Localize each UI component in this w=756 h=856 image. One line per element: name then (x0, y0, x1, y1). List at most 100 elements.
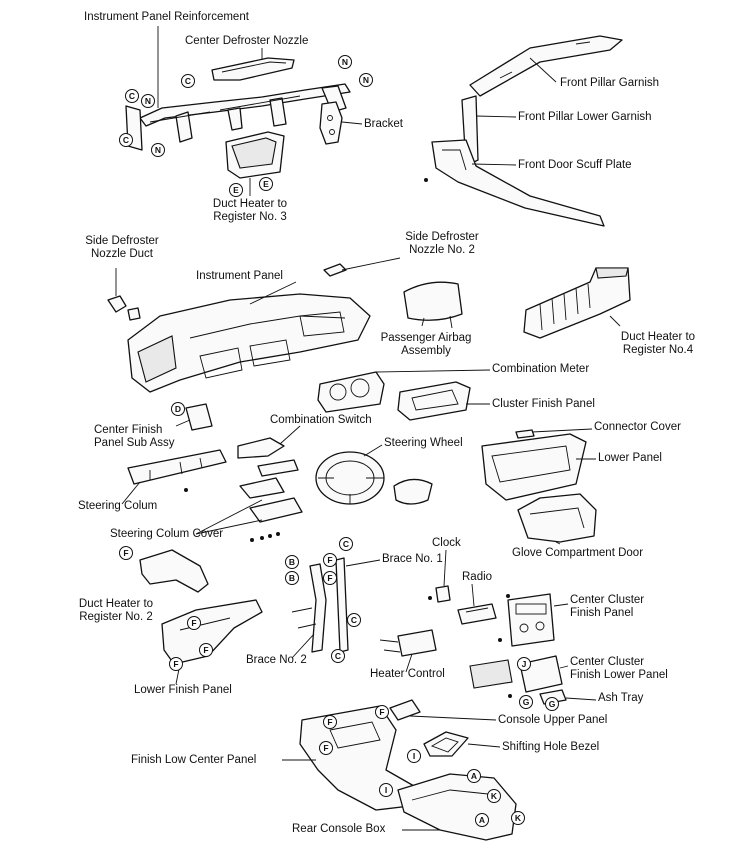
label-duct-heater-register-4: Duct Heater to Register No.4 (620, 331, 696, 356)
label-side-defroster-nozzle-duct: Side Defroster Nozzle Duct (85, 235, 159, 260)
svg-text:N: N (363, 75, 369, 85)
marker-a: A (467, 769, 481, 783)
brace-no-1 (335, 557, 349, 653)
svg-text:F: F (173, 659, 178, 669)
steering-colum (127, 449, 227, 485)
svg-text:C: C (343, 539, 349, 549)
label-duct-heater-register-2: Duct Heater to Register No. 2 (78, 598, 154, 623)
lower-panel (481, 433, 587, 501)
svg-text:G: G (549, 699, 556, 709)
svg-text:F: F (191, 618, 196, 628)
svg-text:F: F (327, 555, 332, 565)
label-rear-console-box: Rear Console Box (292, 823, 386, 835)
shifting-hole-bezel (423, 731, 469, 757)
svg-text:J: J (522, 659, 527, 669)
svg-text:F: F (203, 645, 208, 655)
label-instrument-panel: Instrument Panel (196, 270, 283, 282)
finish-low-center-panel (299, 705, 415, 811)
label-combination-switch: Combination Switch (270, 414, 372, 426)
center-cluster-finish-panel (507, 593, 555, 647)
combination-switch (237, 437, 299, 477)
svg-text:E: E (233, 185, 239, 195)
svg-text:I: I (413, 751, 415, 761)
svg-text:A: A (471, 771, 477, 781)
label-front-pillar-garnish: Front Pillar Garnish (560, 77, 660, 89)
brace-no-2 (291, 563, 327, 653)
front-door-scuff-plate (431, 139, 605, 227)
cluster-finish-panel (397, 381, 471, 421)
label-cluster-finish-panel: Cluster Finish Panel (492, 398, 595, 410)
marker-c: C (125, 89, 139, 103)
label-side-defroster-nozzle-no-2: Side Defroster Nozzle No. 2 (405, 231, 479, 256)
svg-text:B: B (289, 573, 295, 583)
label-shifting-hole-bezel: Shifting Hole Bezel (502, 741, 600, 753)
clock (435, 585, 451, 603)
center-cluster-finish-lower-panel (469, 655, 563, 693)
marker-n: N (151, 143, 165, 157)
front-pillar-garnish (469, 35, 623, 97)
marker-g: G (519, 695, 533, 709)
steering-wheel (315, 451, 385, 505)
svg-text:I: I (385, 785, 387, 795)
marker-n: N (359, 73, 373, 87)
label-center-defroster-nozzle: Center Defroster Nozzle (185, 35, 309, 47)
lower-finish-panel (161, 599, 263, 665)
label-lower-finish-panel: Lower Finish Panel (134, 684, 232, 696)
instrument-panel-reinforcement (125, 83, 351, 151)
fastener-screws (184, 178, 512, 698)
label-brace-no-2: Brace No. 2 (246, 654, 307, 666)
marker-i: I (379, 783, 393, 797)
console-upper-panel (389, 699, 421, 721)
label-combination-meter: Combination Meter (492, 363, 590, 375)
marker-c: C (181, 74, 195, 88)
svg-text:B: B (289, 557, 295, 567)
marker-c: C (119, 133, 133, 147)
marker-n: N (338, 55, 352, 69)
svg-text:N: N (145, 96, 151, 106)
marker-b: B (285, 571, 299, 585)
marker-k: K (511, 811, 525, 825)
svg-text:F: F (379, 707, 384, 717)
marker-f: F (119, 546, 133, 560)
heater-control (379, 629, 437, 657)
svg-text:A: A (479, 815, 485, 825)
marker-f: F (199, 643, 213, 657)
connector-cover (515, 429, 535, 439)
marker-f: F (323, 571, 337, 585)
svg-text:C: C (123, 135, 129, 145)
svg-text:D: D (175, 404, 181, 414)
svg-text:C: C (129, 91, 135, 101)
svg-text:K: K (491, 791, 498, 801)
side-defroster-nozzle-no-2 (323, 263, 347, 277)
marker-d: D (171, 402, 185, 416)
label-steering-colum: Steering Colum (78, 500, 158, 512)
steering-wheel-pad (393, 478, 433, 505)
label-radio: Radio (462, 571, 493, 583)
marker-g: G (545, 697, 559, 711)
marker-f: F (169, 657, 183, 671)
label-front-door-scuff-plate: Front Door Scuff Plate (518, 159, 632, 171)
marker-a: A (475, 813, 489, 827)
bracket (319, 101, 343, 145)
label-passenger-airbag-assembly: Passenger Airbag Assembly (380, 332, 472, 357)
label-bracket: Bracket (364, 118, 403, 130)
instrument-panel (127, 293, 371, 393)
marker-f: F (375, 705, 389, 719)
svg-text:F: F (327, 717, 332, 727)
center-defroster-nozzle (211, 57, 295, 81)
marker-n: N (141, 94, 155, 108)
duct-heater-register-3 (225, 131, 285, 179)
label-steering-wheel: Steering Wheel (384, 437, 463, 449)
glove-compartment-door (517, 493, 597, 543)
label-brace-no-1: Brace No. 1 (382, 553, 443, 565)
marker-e: E (259, 177, 273, 191)
label-center-cluster-finish-panel: Center Cluster Finish Panel (570, 594, 645, 619)
label-lower-panel: Lower Panel (598, 452, 662, 464)
svg-text:C: C (335, 651, 341, 661)
label-center-finish-panel-sub-assy: Center Finish Panel Sub Assy (94, 424, 175, 449)
label-connector-cover: Connector Cover (594, 421, 681, 433)
marker-i: I (407, 749, 421, 763)
passenger-airbag-assembly (403, 281, 463, 329)
